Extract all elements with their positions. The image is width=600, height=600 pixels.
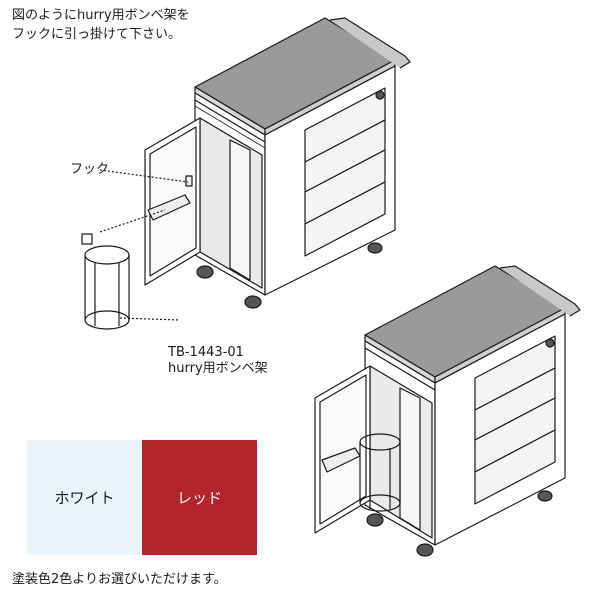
lower-cart xyxy=(314,265,581,557)
hook-label: フック xyxy=(70,162,110,177)
instruction-line-1: 図のようにhurry用ボンベ架を xyxy=(12,8,190,23)
upper-cart xyxy=(81,17,411,330)
color-swatch-white-label: ホワイト xyxy=(54,489,115,507)
instruction-line-2: フックに引っ掛けて下さい。 xyxy=(12,27,182,42)
color-swatch-red: レッド xyxy=(142,440,257,555)
color-swatch-white: ホワイト xyxy=(27,440,142,555)
instruction-text: 図のようにhurry用ボンベ架を フックに引っ掛けて下さい。 xyxy=(12,6,190,44)
product-code: TB-1443-01 xyxy=(168,345,244,360)
product-label: TB-1443-01 hurry用ボンベ架 xyxy=(168,345,268,377)
product-name: hurry用ボンベ架 xyxy=(168,361,268,376)
footer-note: 塗装色2色よりお選びいただけます。 xyxy=(12,572,227,587)
color-swatch-red-label: レッド xyxy=(176,489,222,507)
